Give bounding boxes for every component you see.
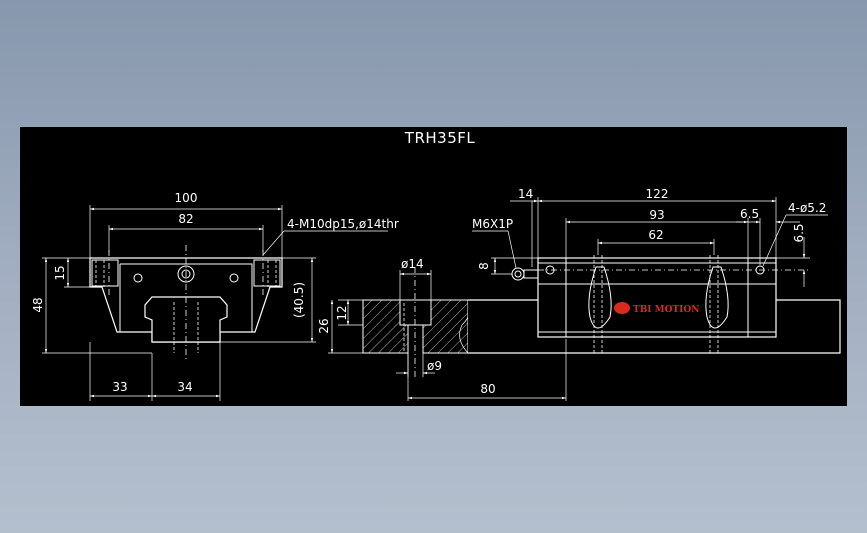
dim-end-width-overall: 100: [175, 191, 198, 205]
rail-section-view: ø14 ø9 12 26: [317, 257, 471, 379]
dim-side-offset-top: 6.5: [740, 207, 759, 221]
dim-end-bottom-right: 34: [177, 380, 192, 394]
dim-end-height-ref: (40.5): [292, 282, 306, 318]
dim-side-offset-side: 6.5: [792, 223, 806, 242]
dim-rail-pitch: 80: [480, 382, 495, 396]
callout-mounting-holes: 4-M10dp15,ø14thr: [287, 217, 399, 231]
dim-side-offset-end: 14: [518, 187, 533, 201]
recirculation-window-left: [588, 266, 612, 329]
dim-end-width-mount: 82: [178, 212, 193, 226]
side-seal-right: [253, 259, 281, 287]
dim-side-nipple-height: 8: [477, 262, 491, 270]
block-side-outline: [537, 257, 777, 338]
dim-end-bottom-left: 33: [112, 380, 127, 394]
dim-rail-hole: ø9: [427, 359, 442, 373]
dim-side-length-holes: 62: [648, 228, 663, 242]
callout-grease-nipple: M6X1P: [472, 217, 513, 231]
rail-section-hatch: [362, 299, 409, 354]
grease-nipple-side: [511, 267, 525, 281]
drawing-title: TRH35FL: [404, 129, 476, 147]
dim-rail-height-26: 26: [317, 318, 331, 333]
end-view: 100 82 48 15 (40.5) 33 34 4-M10dp15,ø14t…: [31, 191, 399, 401]
callout-side-holes: 4-ø5.2: [788, 201, 826, 215]
dim-side-length-overall: 122: [646, 187, 669, 201]
side-view: TBI MOTION 122 93 62 14 6.5 6.5 8: [403, 187, 841, 401]
mount-hole-right: [229, 273, 239, 283]
dim-rail-height-12: 12: [335, 305, 349, 320]
dim-side-length-body: 93: [649, 208, 664, 222]
dim-rail-counterbore: ø14: [401, 257, 424, 271]
side-seal-left: [91, 259, 119, 287]
tbi-logo-mark: [614, 302, 630, 314]
block-inner-face: [119, 263, 253, 332]
grease-nipple-front: [177, 265, 195, 283]
dim-end-height-overall: 48: [31, 297, 45, 312]
cad-drawing-canvas: TRH35FL 100 82: [20, 127, 847, 406]
mount-hole-left: [133, 273, 143, 283]
tbi-logo-text: TBI MOTION: [633, 305, 699, 315]
dim-end-height-top: 15: [53, 265, 67, 280]
recirculation-window-right: [705, 266, 729, 329]
